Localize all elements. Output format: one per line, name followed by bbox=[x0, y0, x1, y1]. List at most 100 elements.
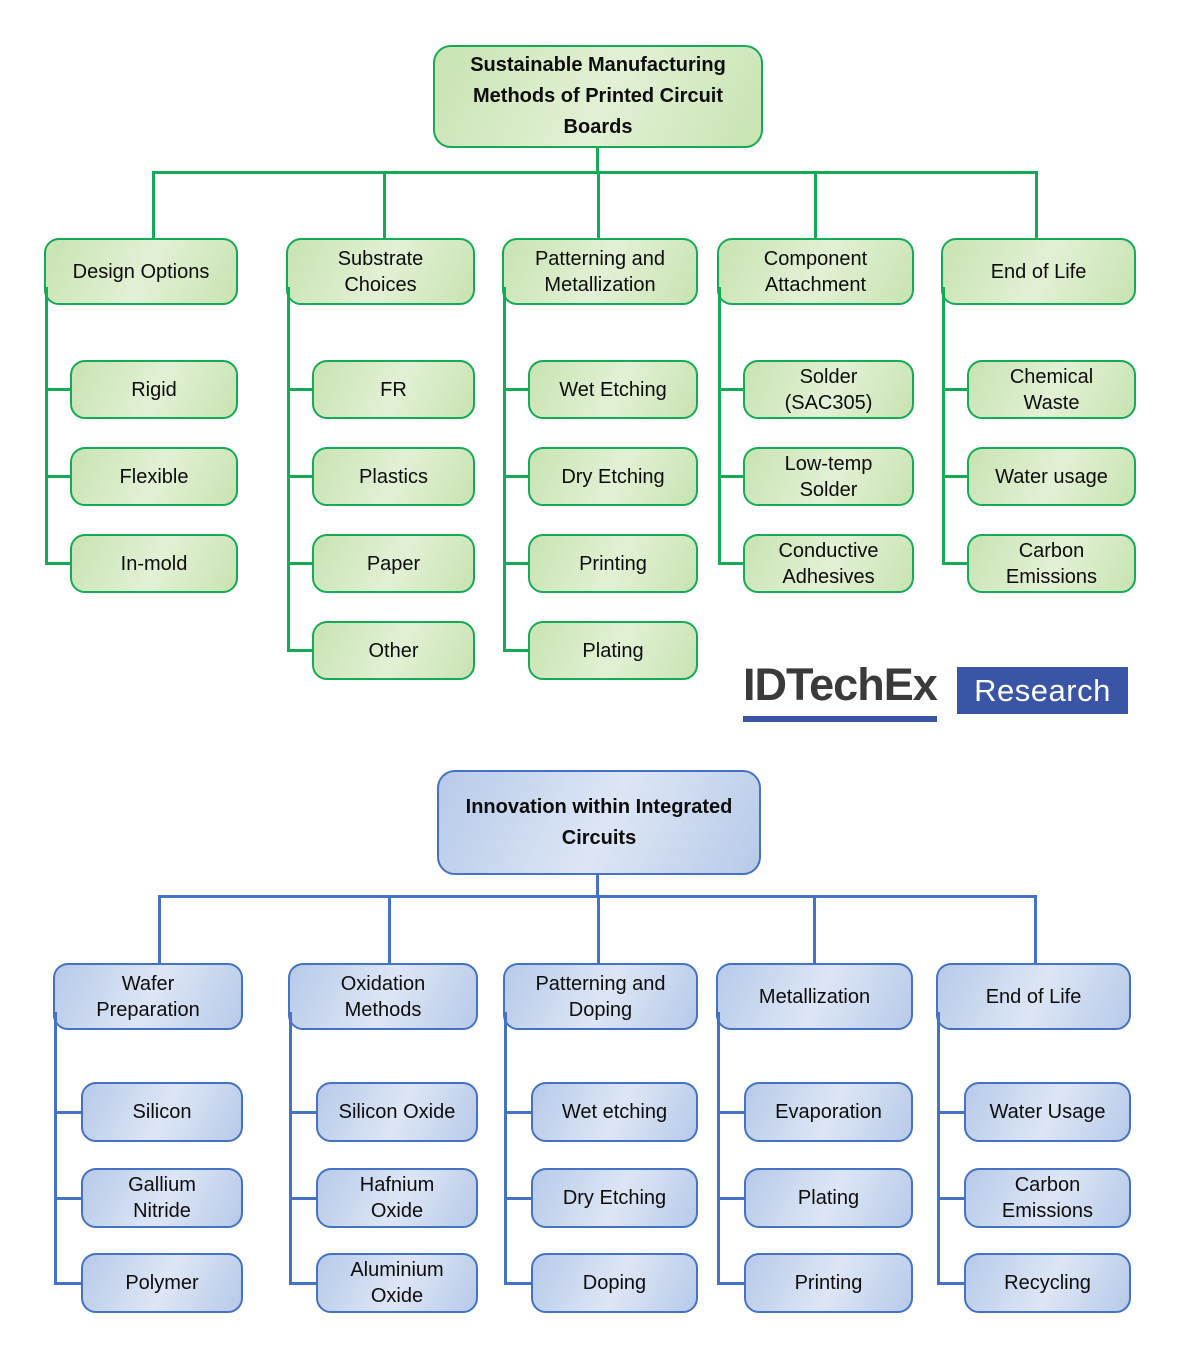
child-stub-line bbox=[503, 388, 528, 391]
child-node: Other bbox=[312, 621, 475, 680]
drop-line bbox=[597, 895, 600, 967]
child-stub-line bbox=[717, 1281, 744, 1285]
child-node: Dry Etching bbox=[528, 447, 698, 506]
category-node: End of Life bbox=[941, 238, 1136, 305]
branch-line bbox=[937, 1012, 940, 1285]
branch-line bbox=[45, 287, 48, 565]
child-stub-line bbox=[717, 1196, 744, 1200]
child-node: Polymer bbox=[81, 1253, 243, 1313]
category-node: Design Options bbox=[44, 238, 238, 305]
child-node: Evaporation bbox=[744, 1082, 913, 1142]
child-stub-line bbox=[289, 1281, 316, 1285]
drop-line bbox=[152, 171, 155, 242]
child-stub-line bbox=[503, 562, 528, 565]
branch-line bbox=[718, 287, 721, 565]
branch-line bbox=[504, 1012, 507, 1285]
child-node: Conductive Adhesives bbox=[743, 534, 914, 593]
child-node: Carbon Emissions bbox=[964, 1168, 1131, 1228]
child-node: Doping bbox=[531, 1253, 698, 1313]
child-node: Printing bbox=[528, 534, 698, 593]
branch-line bbox=[717, 1012, 720, 1285]
child-stub-line bbox=[504, 1196, 531, 1200]
drop-line bbox=[158, 895, 161, 967]
child-node: Water usage bbox=[967, 447, 1136, 506]
drop-line bbox=[597, 171, 600, 242]
rail-line bbox=[153, 171, 1038, 174]
tree-root-pcb-methods: Sustainable Manufacturing Methods of Pri… bbox=[433, 45, 763, 148]
child-node: Plating bbox=[744, 1168, 913, 1228]
child-node: Low-temp Solder bbox=[743, 447, 914, 506]
category-node: Wafer Preparation bbox=[53, 963, 243, 1030]
child-stub-line bbox=[289, 1196, 316, 1200]
child-stub-line bbox=[54, 1281, 81, 1285]
child-stub-line bbox=[287, 475, 312, 478]
child-stub-line bbox=[504, 1281, 531, 1285]
branch-line bbox=[287, 287, 290, 652]
branch-line bbox=[289, 1012, 292, 1285]
child-stub-line bbox=[287, 388, 312, 391]
child-node: In-mold bbox=[70, 534, 238, 593]
child-node: Chemical Waste bbox=[967, 360, 1136, 419]
child-node: Plating bbox=[528, 621, 698, 680]
child-stub-line bbox=[54, 1196, 81, 1200]
child-node: FR bbox=[312, 360, 475, 419]
root-stem-line bbox=[596, 875, 599, 897]
child-stub-line bbox=[503, 475, 528, 478]
child-node: Water Usage bbox=[964, 1082, 1131, 1142]
branch-line bbox=[942, 287, 945, 565]
child-stub-line bbox=[289, 1110, 316, 1114]
child-node: Wet Etching bbox=[528, 360, 698, 419]
child-stub-line bbox=[718, 562, 743, 565]
drop-line bbox=[388, 895, 391, 967]
child-node: Carbon Emissions bbox=[967, 534, 1136, 593]
drop-line bbox=[813, 895, 816, 967]
child-stub-line bbox=[942, 475, 967, 478]
child-stub-line bbox=[942, 388, 967, 391]
child-stub-line bbox=[45, 562, 70, 565]
child-stub-line bbox=[718, 475, 743, 478]
child-node: Gallium Nitride bbox=[81, 1168, 243, 1228]
category-node: Patterning and Doping bbox=[503, 963, 698, 1030]
child-node: Recycling bbox=[964, 1253, 1131, 1313]
child-stub-line bbox=[937, 1110, 964, 1114]
child-node: Rigid bbox=[70, 360, 238, 419]
child-stub-line bbox=[718, 388, 743, 391]
child-stub-line bbox=[942, 562, 967, 565]
drop-line bbox=[814, 171, 817, 242]
child-stub-line bbox=[504, 1110, 531, 1114]
child-node: Printing bbox=[744, 1253, 913, 1313]
child-node: Plastics bbox=[312, 447, 475, 506]
root-stem-line bbox=[596, 148, 599, 173]
drop-line bbox=[383, 171, 386, 242]
child-node: Wet etching bbox=[531, 1082, 698, 1142]
category-node: Substrate Choices bbox=[286, 238, 475, 305]
category-node: End of Life bbox=[936, 963, 1131, 1030]
child-stub-line bbox=[54, 1110, 81, 1114]
drop-line bbox=[1035, 171, 1038, 242]
child-node: Aluminium Oxide bbox=[316, 1253, 478, 1313]
child-stub-line bbox=[503, 649, 528, 652]
child-stub-line bbox=[287, 649, 312, 652]
child-node: Paper bbox=[312, 534, 475, 593]
child-node: Flexible bbox=[70, 447, 238, 506]
child-stub-line bbox=[45, 388, 70, 391]
category-node: Oxidation Methods bbox=[288, 963, 478, 1030]
category-node: Patterning and Metallization bbox=[502, 238, 698, 305]
child-node: Hafnium Oxide bbox=[316, 1168, 478, 1228]
child-node: Dry Etching bbox=[531, 1168, 698, 1228]
child-stub-line bbox=[287, 562, 312, 565]
child-stub-line bbox=[45, 475, 70, 478]
category-node: Component Attachment bbox=[717, 238, 914, 305]
drop-line bbox=[1034, 895, 1037, 967]
tree-root-ic-innovation: Innovation within Integrated Circuits bbox=[437, 770, 761, 875]
category-node: Metallization bbox=[716, 963, 913, 1030]
child-stub-line bbox=[937, 1196, 964, 1200]
child-stub-line bbox=[937, 1281, 964, 1285]
branch-line bbox=[503, 287, 506, 652]
branch-line bbox=[54, 1012, 57, 1285]
child-node: Silicon bbox=[81, 1082, 243, 1142]
child-node: Silicon Oxide bbox=[316, 1082, 478, 1142]
